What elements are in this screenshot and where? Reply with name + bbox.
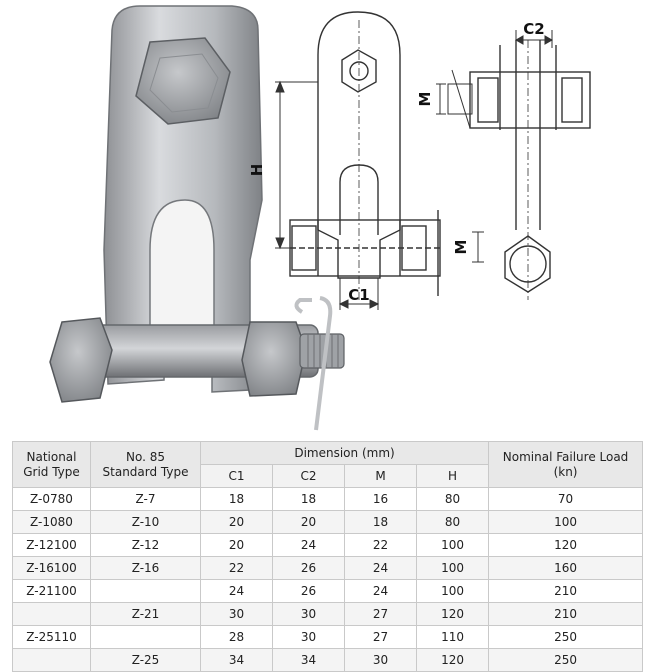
side-view-drawing	[469, 40, 591, 300]
cell-h: 80	[415, 510, 490, 534]
cell-grid-type: Z-1080	[12, 510, 91, 534]
cell-failure-load: 70	[488, 487, 644, 511]
cell-m: 24	[344, 556, 417, 580]
specification-table: National Grid Type No. 85 Standard Type …	[12, 441, 644, 672]
table-row: Z-21100 24 26 24 100 210	[12, 579, 644, 603]
m-label-top: M	[416, 92, 434, 107]
cell-standard-type: Z-21	[90, 602, 201, 626]
cell-m: 24	[344, 579, 417, 603]
cell-h: 120	[415, 602, 490, 626]
c2-dimension	[514, 30, 554, 48]
header-h: H	[415, 464, 490, 488]
cell-c2: 18	[272, 487, 345, 511]
cell-c2: 20	[272, 510, 345, 534]
table-row: Z-1080 Z-10 20 20 18 80 100	[12, 510, 644, 534]
table-row: Z-21 30 30 27 120 210	[12, 602, 644, 626]
cell-m: 30	[344, 648, 417, 672]
cell-c1: 30	[200, 602, 273, 626]
cell-standard-type: Z-7	[90, 487, 201, 511]
cell-m: 27	[344, 625, 417, 649]
cell-grid-type: Z-21100	[12, 579, 91, 603]
c1-label: C1	[348, 286, 369, 304]
header-dimension-group: Dimension (mm)	[199, 441, 490, 465]
cell-standard-type: Z-10	[90, 510, 201, 534]
height-dimension	[275, 80, 318, 250]
cell-c2: 26	[272, 579, 345, 603]
cell-c2: 30	[272, 625, 345, 649]
table-row: Z-0780 Z-7 18 18 16 80 70	[12, 487, 644, 511]
header-c2: C2	[272, 464, 345, 488]
cell-c2: 24	[272, 533, 345, 557]
cell-standard-type: Z-25	[90, 648, 201, 672]
m-label-bottom: M	[452, 240, 470, 255]
m-dimension-top	[436, 69, 473, 129]
cell-failure-load: 250	[488, 625, 644, 649]
header-failure-load-line1: Nominal Failure Load	[502, 449, 629, 464]
header-failure-load-line2: (kn)	[553, 464, 578, 479]
table-row: Z-25110 28 30 27 110 250	[12, 625, 644, 649]
table-row: Z-12100 Z-12 20 24 22 100 120	[12, 533, 644, 557]
cell-h: 110	[415, 625, 490, 649]
header-c1: C1	[200, 464, 273, 488]
header-standard-type-line1: No. 85	[125, 449, 165, 464]
cell-failure-load: 100	[488, 510, 644, 534]
cell-c1: 20	[200, 533, 273, 557]
cell-c1: 28	[200, 625, 273, 649]
cell-m: 16	[344, 487, 417, 511]
cell-h: 120	[415, 648, 490, 672]
c1-dimension	[338, 278, 380, 310]
cell-h: 80	[415, 487, 490, 511]
cell-grid-type: Z-25110	[12, 625, 91, 649]
cell-c1: 24	[200, 579, 273, 603]
cell-c1: 18	[200, 487, 273, 511]
cell-failure-load: 160	[488, 556, 644, 580]
cell-grid-type	[12, 602, 91, 626]
cell-c2: 30	[272, 602, 345, 626]
cell-failure-load: 120	[488, 533, 644, 557]
cell-m: 22	[344, 533, 417, 557]
cell-h: 100	[415, 533, 490, 557]
header-standard-type-line2: Standard Type	[102, 464, 189, 479]
cell-grid-type: Z-0780	[12, 487, 91, 511]
cell-m: 27	[344, 602, 417, 626]
cell-c1: 20	[200, 510, 273, 534]
header-national-grid-type: National Grid Type	[12, 441, 91, 488]
table-row: Z-25 34 34 30 120 250	[12, 648, 644, 672]
product-figure: H C1 M M	[49, 5, 591, 431]
cell-m: 18	[344, 510, 417, 534]
cell-standard-type	[90, 579, 201, 603]
header-failure-load: Nominal Failure Load (kn)	[488, 441, 644, 488]
cell-c2: 34	[272, 648, 345, 672]
cell-grid-type	[12, 648, 91, 672]
front-view-drawing	[289, 11, 441, 300]
header-national-grid-type-line1: National	[26, 449, 77, 464]
cell-c2: 26	[272, 556, 345, 580]
clevis-photo	[49, 5, 345, 431]
cell-h: 100	[415, 579, 490, 603]
cell-grid-type: Z-16100	[12, 556, 91, 580]
cell-standard-type: Z-12	[90, 533, 201, 557]
header-national-grid-type-line2: Grid Type	[23, 464, 80, 479]
c2-label: C2	[523, 20, 544, 38]
cell-c1: 22	[200, 556, 273, 580]
table-row: Z-16100 Z-16 22 26 24 100 160	[12, 556, 644, 580]
cell-h: 100	[415, 556, 490, 580]
header-standard-type: No. 85 Standard Type	[90, 441, 201, 488]
cell-failure-load: 210	[488, 602, 644, 626]
header-m: M	[344, 464, 417, 488]
cell-failure-load: 250	[488, 648, 644, 672]
cell-standard-type	[90, 625, 201, 649]
cell-c1: 34	[200, 648, 273, 672]
height-label: H	[248, 164, 266, 177]
cell-failure-load: 210	[488, 579, 644, 603]
cell-standard-type: Z-16	[90, 556, 201, 580]
m-dimension-bottom	[472, 231, 484, 263]
cell-grid-type: Z-12100	[12, 533, 91, 557]
